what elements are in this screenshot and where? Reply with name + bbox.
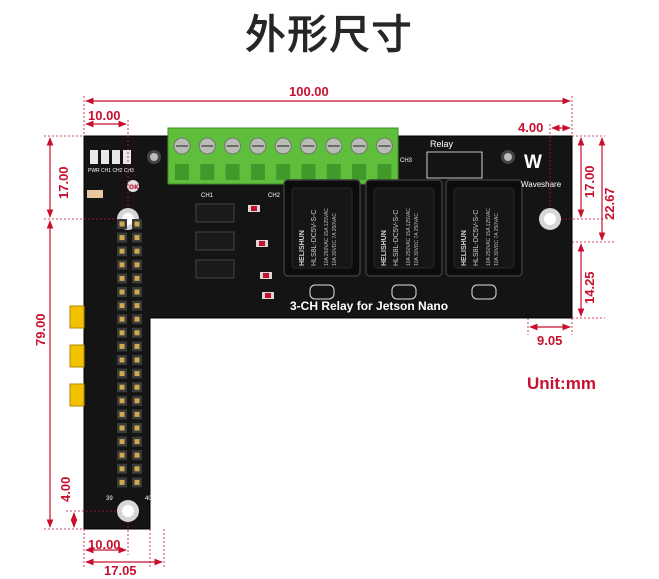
relay-module: HELISHUN HLS8L-DC5V-S-C 10A 250VAC 15A 125… [365, 179, 443, 300]
optocouplers [195, 203, 235, 279]
dim-top-right-offset: 4.00 [518, 120, 543, 135]
waveshare-logo-icon: W [524, 152, 542, 173]
ok-mark-icon [127, 180, 139, 192]
svg-text:10A 250VAC 15A 125VAC: 10A 250VAC 15A 125VAC [324, 208, 330, 266]
dim-left-height: 79.00 [33, 313, 48, 346]
relay-module: HELISHUN HLS8L-DC5V-S-C 10A 250VAC 15A 125… [283, 179, 361, 300]
svg-text:10A 250VAC 15A 125VAC: 10A 250VAC 15A 125VAC [406, 208, 412, 266]
dim-right-lower: 14.25 [582, 271, 597, 304]
board-name: 3-CH Relay for Jetson Nano [290, 299, 448, 313]
svg-text:HLS8L-DC5V-S-C: HLS8L-DC5V-S-C [393, 210, 400, 266]
svg-text:HELISHUN: HELISHUN [299, 230, 306, 266]
svg-text:10A 30VDC 7A 250VAC: 10A 30VDC 7A 250VAC [332, 213, 338, 266]
brand-name: Waveshare [521, 180, 562, 189]
pin-end-label: 40 [145, 496, 152, 502]
smd-resistors [248, 205, 274, 299]
fuse-component [87, 190, 103, 198]
jumpers [69, 305, 85, 407]
svg-text:HELISHUN: HELISHUN [381, 230, 388, 266]
relay-symbol [426, 151, 483, 179]
dim-left-bottom-offset: 4.00 [58, 477, 73, 502]
dim-right-top-offset: 17.00 [582, 165, 597, 198]
terminal-label: CH3 [400, 158, 413, 164]
relays: HELISHUN HLS8L-DC5V-S-C 10A 250VAC 15A 125… [283, 179, 523, 300]
channel-label-2: CH2 [268, 193, 281, 199]
mounting-holes [117, 150, 561, 522]
dim-top-left-offset: 10.00 [88, 108, 121, 123]
page-title: 外形尺寸 [245, 12, 414, 58]
svg-text:10A 30VDC 7A 250VAC: 10A 30VDC 7A 250VAC [414, 213, 420, 266]
led-labels: PWR CH1 CH2 CH3 [88, 168, 134, 174]
dim-overall-width: 100.00 [289, 84, 329, 99]
svg-text:HELISHUN: HELISHUN [461, 230, 468, 266]
dim-bottom-width: 17.05 [104, 563, 137, 578]
relay-module: HELISHUN HLS8L-DC5V-S-C 10A 250VAC 15A 125… [445, 179, 523, 300]
channel-label-1: CH1 [201, 193, 214, 199]
svg-text:10A 30VDC 7A 250VAC: 10A 30VDC 7A 250VAC [494, 213, 500, 266]
svg-text:10A 250VAC 15A 125VAC: 10A 250VAC 15A 125VAC [486, 208, 492, 266]
pin-start-label: 39 [106, 496, 113, 502]
gpio-header [117, 219, 142, 488]
dim-right-total: 22.67 [602, 187, 617, 220]
status-leds [90, 150, 131, 164]
relay-label: Relay [430, 139, 454, 149]
unit-label: Unit:mm [527, 374, 596, 393]
ok-mark: OK [129, 184, 139, 191]
dimension-annotations: 100.00 10.00 4.00 17.00 79.00 4.00 10.00… [33, 84, 617, 578]
dim-left-top-offset: 17.00 [56, 166, 71, 199]
dim-right-step: 9.05 [537, 333, 562, 348]
svg-text:HLS8L-DC5V-S-C: HLS8L-DC5V-S-C [311, 210, 318, 266]
svg-text:HLS8L-DC5V-S-C: HLS8L-DC5V-S-C [473, 210, 480, 266]
screw-terminal [167, 127, 399, 185]
dim-bottom-left-offset: 10.00 [88, 537, 121, 552]
